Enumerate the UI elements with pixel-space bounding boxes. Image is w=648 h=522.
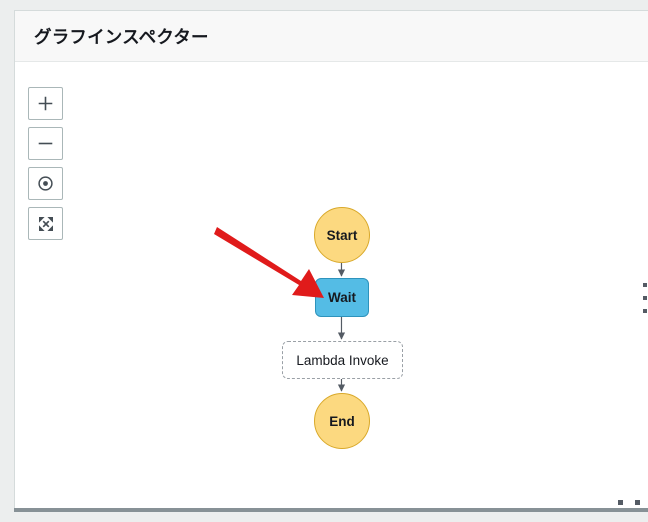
node-label-lambda-invoke: Lambda Invoke	[296, 352, 389, 368]
zoom-out-button[interactable]	[28, 127, 63, 160]
target-icon	[37, 175, 54, 192]
panel-resize-handle-bottom[interactable]	[618, 499, 640, 506]
handle-dot	[642, 296, 647, 300]
page-title: グラフインスペクター	[34, 26, 209, 47]
panel-resize-handle-right[interactable]	[641, 281, 648, 315]
graph-edges	[337, 263, 346, 392]
graph-inspector-panel: グラフインスペクター	[14, 10, 648, 510]
graph-node-lambda-invoke[interactable]: Lambda Invoke	[282, 341, 403, 379]
handle-dot	[642, 309, 647, 313]
graph-canvas[interactable]: Start Wait Lambda Invoke End 進行中 成功	[15, 62, 648, 509]
plus-icon	[38, 96, 53, 111]
handle-dot	[642, 283, 647, 287]
graph-node-end[interactable]: End	[314, 393, 370, 449]
graph-node-wait[interactable]: Wait	[315, 278, 369, 317]
expand-arrows-icon	[38, 216, 54, 232]
fit-screen-button[interactable]	[28, 207, 63, 240]
handle-dot	[635, 500, 640, 505]
graph-toolbar	[28, 87, 63, 240]
node-label-start: Start	[326, 227, 358, 243]
node-label-wait: Wait	[328, 290, 356, 305]
panel-header: グラフインスペクター	[15, 11, 648, 62]
panel-bottom-bar[interactable]	[14, 508, 648, 512]
graph-node-start[interactable]: Start	[314, 207, 370, 263]
zoom-in-button[interactable]	[28, 87, 63, 120]
minus-icon	[38, 136, 53, 151]
node-label-end: End	[329, 413, 355, 429]
handle-dot	[618, 500, 623, 505]
center-button[interactable]	[28, 167, 63, 200]
